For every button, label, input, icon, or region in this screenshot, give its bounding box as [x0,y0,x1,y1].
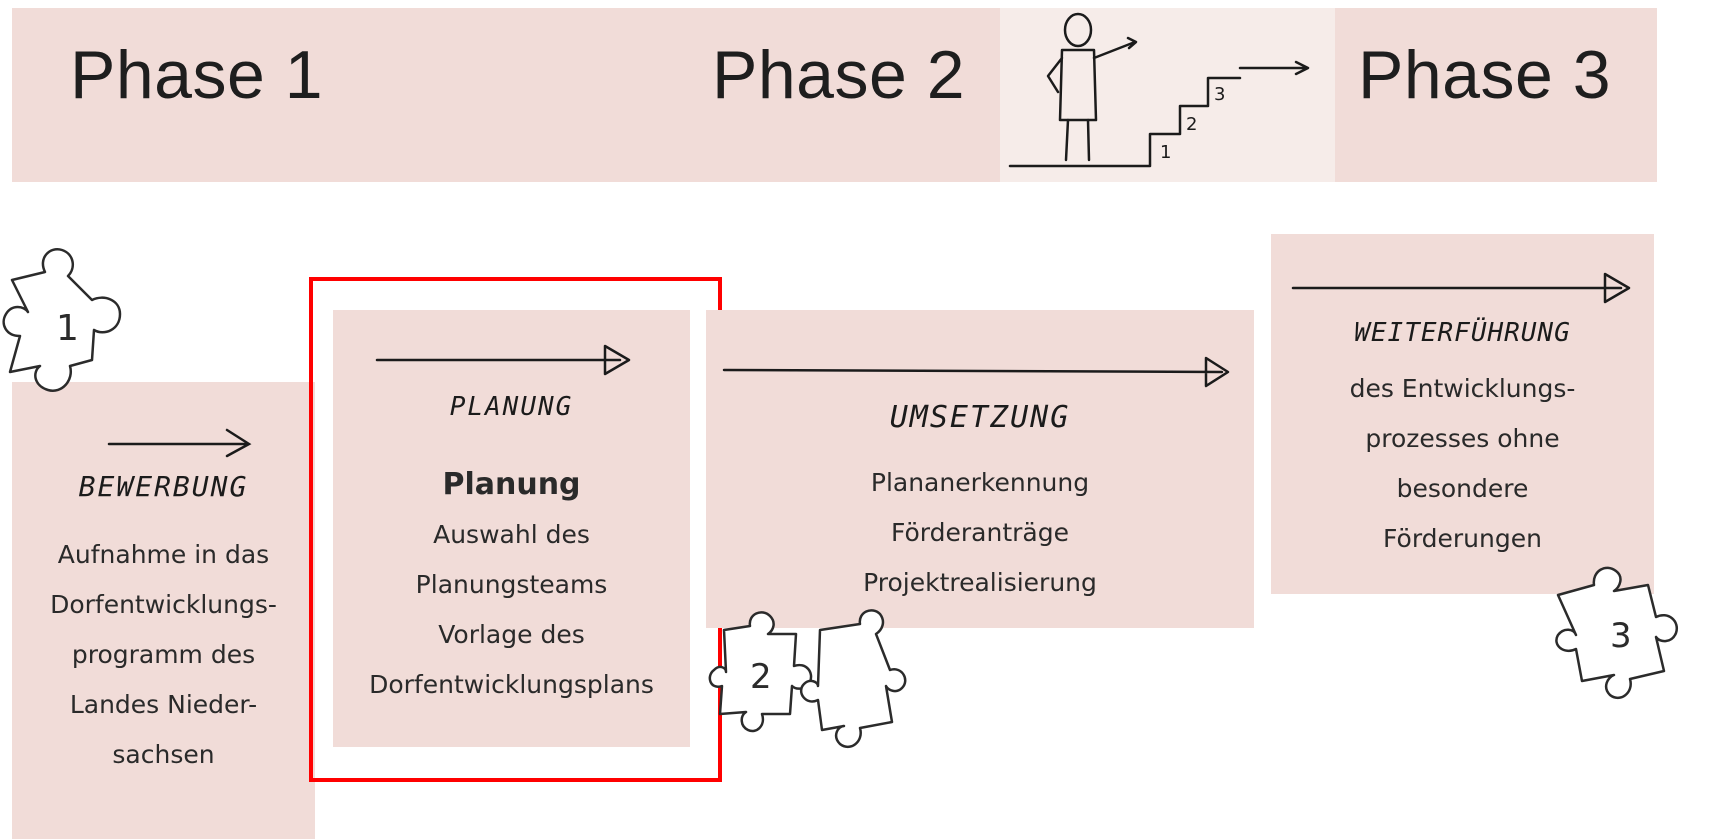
text-line: Plananerkennung [870,468,1090,497]
text-line: Projektrealisierung [863,568,1097,597]
text-line: Landes Nieder- [69,690,258,719]
stage-weiterfuehrung-heading: WEITERFÜHRUNG [1354,318,1571,348]
puzzle-number-3: 3 [1610,616,1632,656]
stage-umsetzung-heading: UMSETZUNG [889,400,1071,435]
text-line: Auswahl des [433,520,590,549]
text-line: Förderungen [1383,524,1542,553]
arrow-icon [1291,272,1631,304]
text-line: Aufnahme in das [57,540,270,569]
stage-bewerbung-heading: BEWERBUNG [78,470,249,503]
highlight-box [309,277,722,782]
text-line: besondere [1396,474,1529,503]
text-line: Dorfentwicklungsplans [369,670,654,699]
puzzle-piece-2-icon: 2 [708,609,907,749]
puzzle-number-1: 1 [56,308,79,349]
text-line: des Entwicklungs- [1349,374,1576,403]
stage-bewerbung-box: BEWERBUNG Aufnahme in das Dorfentwicklun… [12,382,315,839]
stage-planung-bold-title: Planung [442,467,581,502]
text-line: Dorfentwicklungs- [50,590,277,619]
stage-planung-heading: PLANUNG [449,392,574,422]
text-line: programm des [71,640,256,669]
text-line: Planungsteams [415,570,608,599]
text-line: Vorlage des [438,620,585,649]
puzzle-piece-3-icon: 3 [1555,566,1679,700]
stage-planung-text: Planung Auswahl des Planungsteams Vorlag… [333,460,690,710]
phase-2-title: Phase 2 [712,37,966,113]
puzzle-number-2: 2 [750,657,772,697]
stair-number-3: 3 [1214,84,1225,105]
stage-weiterfuehrung-text: des Entwicklungs- prozesses ohne besonde… [1271,364,1654,564]
text-line: prozesses ohne [1365,424,1560,453]
phase-3-title: Phase 3 [1358,37,1612,113]
phase-banner [12,8,1657,182]
arrow-icon [107,428,252,458]
arrow-icon [722,356,1230,388]
stage-weiterfuehrung-box: WEITERFÜHRUNG des Entwicklungs- prozesse… [1271,234,1654,594]
stairs-figure-icon: 1 2 3 [1008,12,1310,168]
stage-umsetzung-text: Plananerkennung Förderanträge Projektrea… [706,458,1254,608]
stairs-illustration-panel [1000,8,1335,182]
stage-umsetzung-box: UMSETZUNG Plananerkennung Förderanträge … [706,310,1254,628]
stair-number-1: 1 [1160,142,1171,163]
phase-1-title: Phase 1 [70,37,324,113]
stage-bewerbung-text: Aufnahme in das Dorfentwicklungs- progra… [12,530,315,780]
text-line: Förderanträge [891,518,1069,547]
puzzle-piece-1-icon: 1 [2,247,122,392]
stage-planung-box: PLANUNG Planung Auswahl des Planungsteam… [333,310,690,747]
stair-number-2: 2 [1186,114,1197,135]
arrow-icon [375,344,631,376]
text-line: sachsen [112,740,215,769]
